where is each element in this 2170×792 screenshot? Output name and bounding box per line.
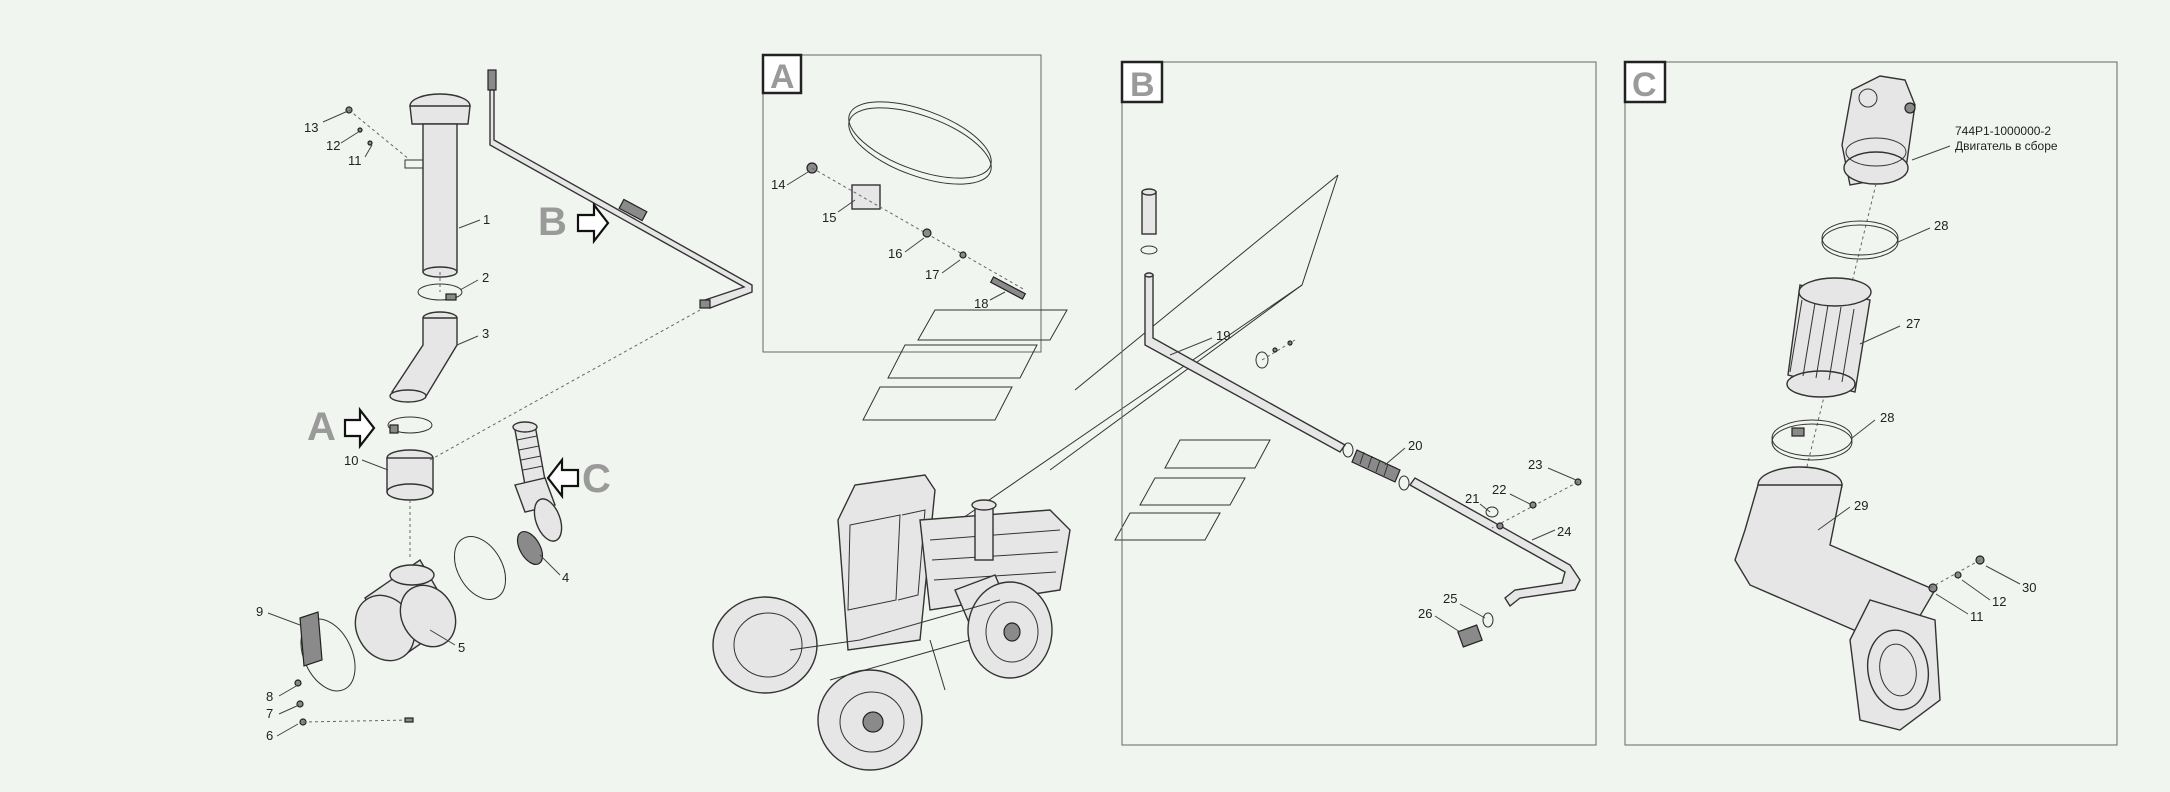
label-7: 7 [266, 706, 273, 721]
view-b-badge: B [1120, 60, 1164, 104]
label-11: 11 [348, 153, 362, 168]
callout-arrow-c: C [546, 456, 611, 501]
label-17: 17 [925, 267, 939, 282]
label-12-c: 12 [1992, 594, 2006, 609]
callout-arrow-b: B [538, 200, 610, 245]
label-12: 12 [326, 138, 340, 153]
part-28-clamp-bottom [1771, 419, 1853, 461]
label-1: 1 [483, 212, 490, 227]
label-6: 6 [266, 728, 273, 743]
label-10: 10 [344, 453, 358, 468]
label-28-top: 28 [1934, 218, 1948, 233]
part-4-ring [453, 531, 544, 600]
label-23: 23 [1528, 457, 1542, 472]
label-14: 14 [771, 177, 785, 192]
label-16: 16 [888, 246, 902, 261]
part-5-air-cleaner [354, 558, 457, 662]
view-b-callouts: 19 20 21 22 23 24 25 26 [1169, 328, 1577, 633]
label-22: 22 [1492, 482, 1506, 497]
label-21: 21 [1465, 491, 1479, 506]
arrow-letter-a: A [307, 405, 336, 449]
part-28-clamp-top [1821, 220, 1899, 260]
center-line-sleeve [429, 309, 701, 461]
view-b-fasteners [1457, 478, 1582, 648]
part-19-pipe [1140, 188, 1347, 453]
left-callouts: 1 2 3 4 5 6 7 8 9 10 11 12 13 [256, 110, 569, 743]
label-20: 20 [1408, 438, 1422, 453]
callout-arrow-a: A [307, 405, 376, 450]
view-a-callouts: 14 15 16 17 18 [771, 171, 1006, 311]
view-c-fasteners [1928, 555, 1985, 593]
label-24: 24 [1557, 524, 1571, 539]
part-1-intake-tube [404, 93, 471, 278]
part-27-sleeve [1786, 277, 1872, 398]
engine-outlet-part [1841, 75, 1916, 186]
label-4: 4 [562, 570, 569, 585]
view-a-badge: A [761, 53, 803, 96]
parts-11-12-13-fasteners [345, 106, 411, 161]
view-b-letter: B [1130, 66, 1155, 104]
part-clamp-a [387, 416, 433, 434]
view-c-badge: C [1623, 60, 1667, 104]
label-19: 19 [1216, 328, 1230, 343]
parts-6-7-8-fasteners [294, 679, 414, 726]
view-b-frame [1121, 61, 1597, 746]
part-9-end-cover [299, 611, 356, 692]
part-long-pipe [487, 69, 753, 309]
label-15: 15 [822, 210, 836, 225]
label-13: 13 [304, 120, 318, 135]
part-24-pipe [1408, 477, 1581, 608]
part-3-elbow [389, 311, 458, 403]
label-30: 30 [2022, 580, 2036, 595]
label-26: 26 [1418, 606, 1432, 621]
label-28-bottom: 28 [1880, 410, 1894, 425]
tractor-illustration [712, 174, 1339, 771]
part-flexible-hose-c [512, 421, 563, 542]
part-10-sleeve [386, 449, 434, 501]
view-c-frame [1624, 61, 2118, 746]
label-5: 5 [458, 640, 465, 655]
label-27: 27 [1906, 316, 1920, 331]
label-25: 25 [1443, 591, 1457, 606]
engine-note-line1: 744Р1-1000000-2 [1955, 124, 2051, 138]
arrow-letter-b: B [538, 200, 567, 244]
view-a-frame [762, 54, 1042, 353]
arrow-letter-c: C [582, 457, 611, 501]
label-18: 18 [974, 296, 988, 311]
part-20-corrugated-hose [1342, 442, 1410, 491]
part-15-band-clamp [848, 101, 992, 210]
view-a-fasteners [806, 162, 1027, 300]
label-3: 3 [482, 326, 489, 341]
part-29-exhaust-elbow [1734, 466, 1941, 731]
label-11-c: 11 [1970, 609, 1984, 624]
view-a-letter: A [770, 58, 795, 96]
label-9: 9 [256, 604, 263, 619]
engine-note-line2: Двигатель в сборе [1955, 139, 2058, 153]
view-c-letter: C [1632, 66, 1657, 104]
view-c-callouts: 744Р1-1000000-2 Двигатель в сборе 28 27 … [1817, 124, 2058, 624]
center-line-c [1799, 183, 1877, 496]
label-8: 8 [266, 689, 273, 704]
label-29: 29 [1854, 498, 1868, 513]
label-2: 2 [482, 270, 489, 285]
